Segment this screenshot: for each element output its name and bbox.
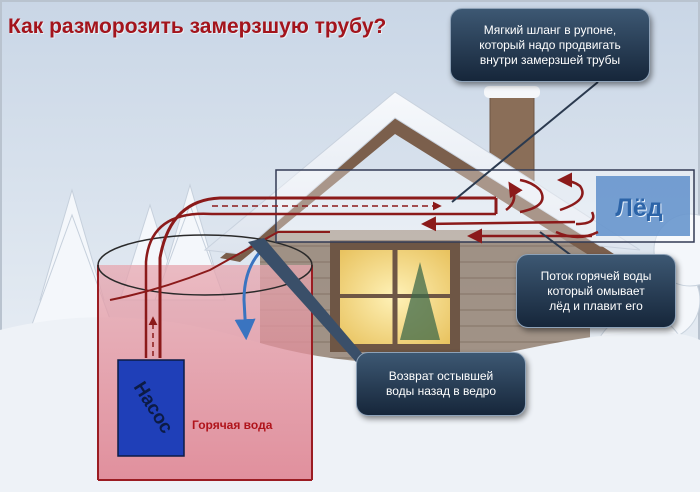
hose-callout: Мягкий шланг в рупоне, который надо прод… [450, 8, 650, 82]
return-water-arrow [234, 251, 262, 341]
pump-body [117, 359, 185, 457]
return-pipe [109, 231, 330, 301]
pump-label-box: Насос [122, 360, 182, 456]
roof-eaves [220, 110, 620, 262]
chimney-snow [484, 86, 540, 98]
hot-water-label: Горячая вода [192, 418, 273, 432]
pump-label: Насос [128, 378, 177, 438]
flow-callout-line: лёд и плавит его [549, 298, 643, 313]
hose-callout-line: внутри замерзшей трубы [479, 52, 621, 67]
bucket-rim [97, 234, 313, 296]
return-callout-line: Возврат остывшей [388, 369, 494, 383]
return-callout-line: воды назад в ведро [386, 384, 496, 398]
page-title: Как разморозить замерзшую трубу? [8, 15, 387, 38]
flow-callout-line: Поток горячей воды [540, 268, 652, 283]
ice-label: Лёд [615, 194, 663, 222]
flow-callout: Поток горячей воды который омывает лёд и… [516, 254, 676, 328]
hose [144, 196, 498, 358]
flow-arrows [421, 172, 599, 244]
flow-callout-line: который омывает [547, 283, 645, 298]
ice-block [596, 176, 690, 236]
christmas-tree [400, 262, 440, 340]
hose-callout-line: Мягкий шланг в рупоне, [483, 22, 617, 37]
hose-callout-line: который надо продвигать [479, 37, 621, 52]
return-callout: Возврат остывшей воды назад в ведро [356, 352, 526, 416]
